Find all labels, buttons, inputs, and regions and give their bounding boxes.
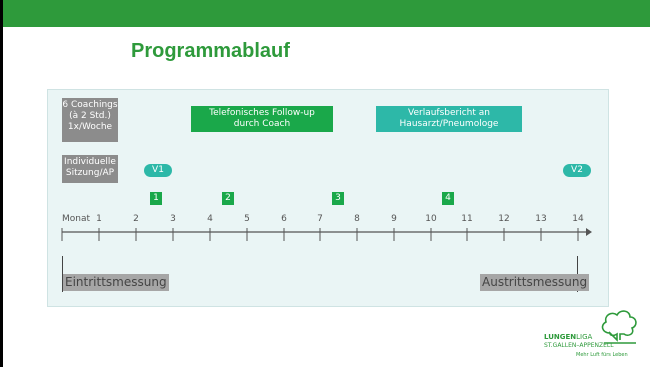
exit-measurement-label: Austrittsmessung — [480, 274, 590, 291]
month-label: 6 — [281, 214, 287, 224]
month-label: 13 — [535, 214, 547, 224]
followup-box: Telefonisches Follow-up durch Coach — [191, 106, 333, 132]
call-1-marker: 1 — [150, 192, 162, 205]
logo-tagline: Mehr Luft fürs Leben — [576, 352, 628, 358]
visit-v2-badge: V2 — [563, 164, 591, 177]
report-line-1: Verlaufsbericht an — [408, 108, 490, 118]
entry-measurement-line — [62, 256, 63, 292]
logo-line-1: LUNGENLIGA — [544, 333, 592, 341]
month-label: 10 — [425, 214, 437, 224]
month-label: 7 — [317, 214, 323, 224]
individual-line-2: Sitzung/AP — [65, 168, 115, 178]
month-label: 14 — [572, 214, 584, 224]
visit-v1-badge: V1 — [144, 164, 172, 177]
slide-title: Programmablauf — [131, 40, 290, 62]
individual-line-1: Individuelle — [64, 157, 116, 167]
report-line-2: Hausarzt/Pneumologe — [399, 119, 499, 129]
coachings-line-1: 6 Coachings — [62, 100, 118, 110]
logo-line-2: ST.GALLEN–APPENZELL — [544, 342, 614, 349]
month-label: 12 — [498, 214, 510, 224]
call-4-marker: 4 — [442, 192, 454, 205]
header-bar — [0, 0, 650, 27]
month-label: 11 — [461, 214, 473, 224]
month-axis-label: Monat — [62, 214, 91, 224]
month-label: 4 — [207, 214, 213, 224]
coachings-box: 6 Coachings (à 2 Std.) 1x/Woche — [62, 98, 118, 142]
tree-icon — [601, 310, 637, 344]
report-box: Verlaufsbericht an Hausarzt/Pneumologe — [376, 106, 522, 132]
logo-brand-bold: LUNGEN — [544, 333, 577, 341]
logo-brand-rest: LIGA — [576, 333, 593, 341]
month-label: 9 — [391, 214, 397, 224]
month-label: 3 — [170, 214, 176, 224]
coachings-line-2: (à 2 Std.) — [69, 111, 111, 121]
followup-line-1: Telefonisches Follow-up — [209, 108, 315, 118]
month-label: 8 — [354, 214, 360, 224]
month-label: 1 — [96, 214, 102, 224]
lungenliga-logo: LUNGENLIGA ST.GALLEN–APPENZELL Mehr Luft… — [540, 307, 645, 363]
month-label: 5 — [244, 214, 250, 224]
entry-measurement-label: Eintrittsmessung — [63, 274, 169, 291]
call-3-marker: 3 — [332, 192, 344, 205]
individual-session-box: Individuelle Sitzung/AP — [62, 155, 118, 183]
month-label: 2 — [133, 214, 139, 224]
coachings-line-3: 1x/Woche — [67, 122, 113, 132]
followup-line-2: durch Coach — [233, 119, 291, 129]
slide-border — [0, 0, 3, 367]
call-2-marker: 2 — [222, 192, 234, 205]
